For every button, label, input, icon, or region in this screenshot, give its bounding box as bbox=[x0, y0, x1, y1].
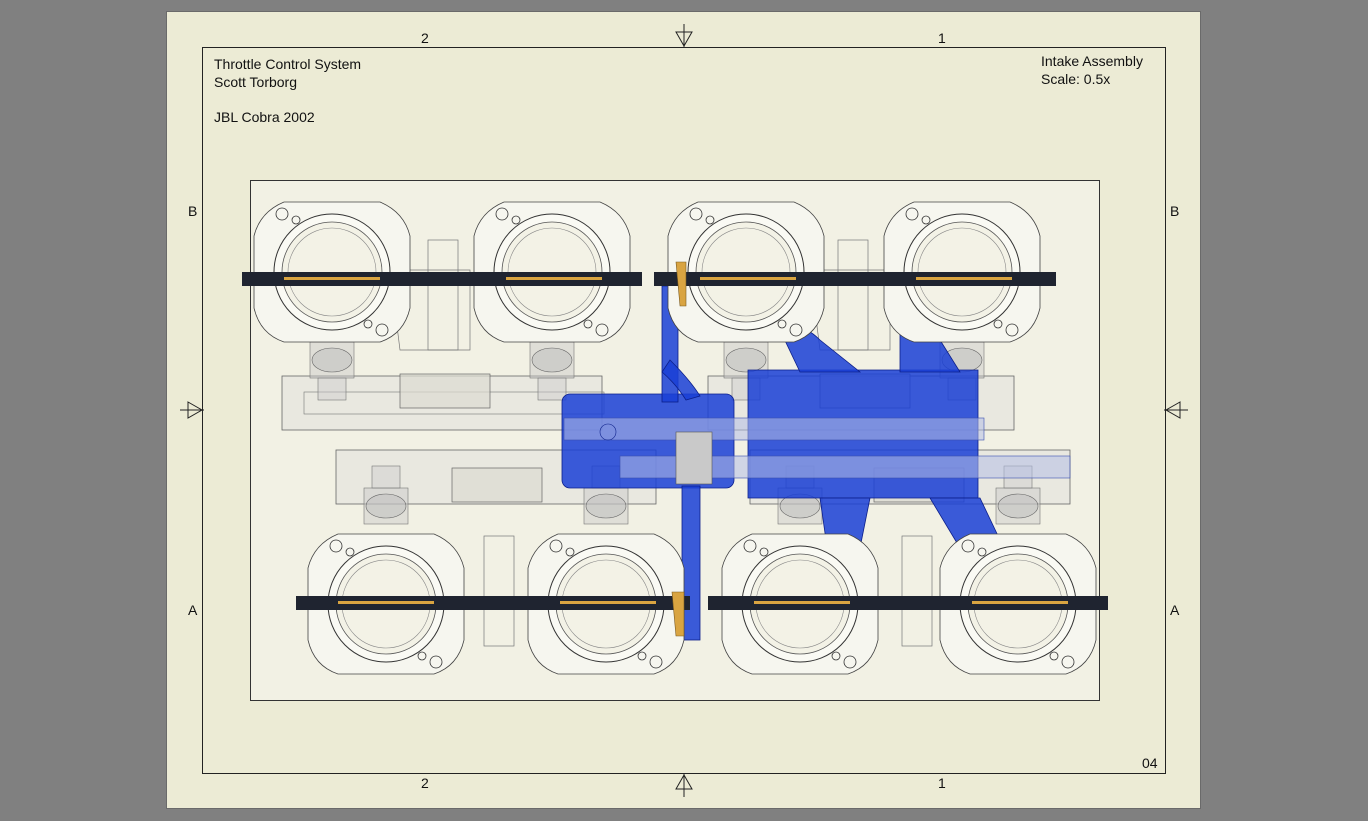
zone-marker-top-2: 2 bbox=[421, 30, 429, 46]
vehicle-label: JBL Cobra 2002 bbox=[214, 109, 315, 125]
zone-marker-bottom-2: 2 bbox=[421, 775, 429, 791]
sheet-number: 04 bbox=[1142, 755, 1158, 771]
view-title: Intake Assembly bbox=[1041, 53, 1143, 69]
throttle-shafts bbox=[242, 261, 1108, 637]
centering-arrows bbox=[180, 24, 1188, 797]
author-name: Scott Torborg bbox=[214, 74, 298, 90]
zone-marker-top-1: 1 bbox=[938, 30, 946, 46]
scale-label: Scale: 0.5x bbox=[1041, 71, 1111, 87]
linkage-details bbox=[563, 417, 1071, 485]
zone-marker-left-b: B bbox=[188, 203, 198, 219]
zone-marker-bottom-1: 1 bbox=[938, 775, 946, 791]
zone-marker-left-a: A bbox=[188, 602, 198, 618]
project-title: Throttle Control System bbox=[214, 56, 362, 72]
zone-marker-right-a: A bbox=[1170, 602, 1180, 618]
zone-marker-right-b: B bbox=[1170, 203, 1180, 219]
